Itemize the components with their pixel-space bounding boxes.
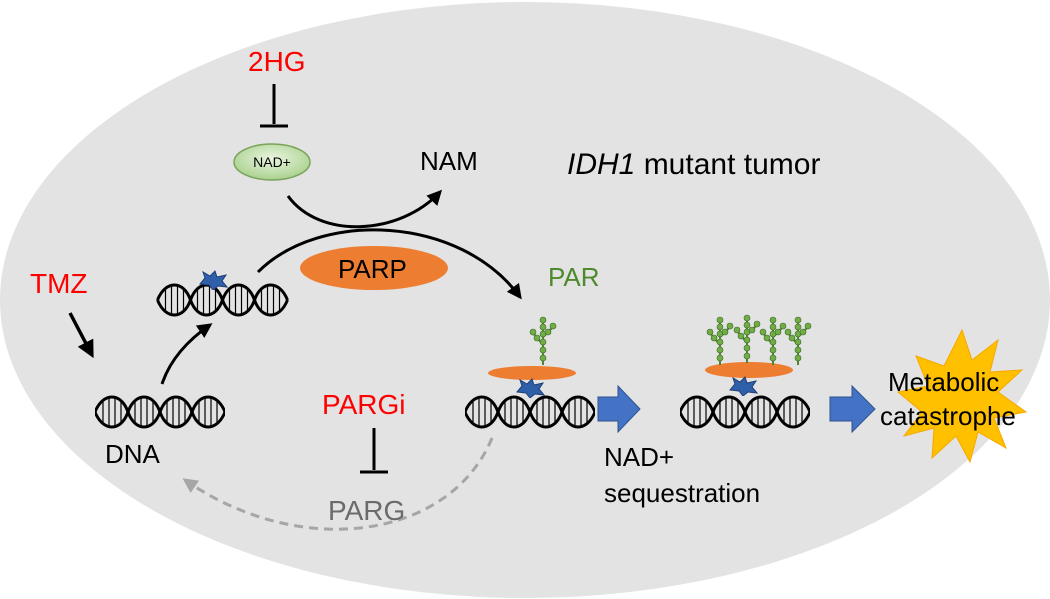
label-catastrophe: catastrophe: [880, 401, 1016, 431]
title-rest: mutant tumor: [635, 148, 821, 181]
nad-pill: [233, 143, 311, 181]
tmz-arrow: [68, 312, 94, 359]
nad-to-nam-arrow: [286, 189, 443, 229]
diagram-title: IDH1 mutant tumor: [567, 150, 820, 180]
parp-enzyme: [300, 246, 448, 290]
label-par: PAR: [548, 262, 600, 292]
label-dna: DNA: [105, 439, 160, 469]
label-nam: NAM: [420, 146, 478, 176]
label-nad-pill: NAD+: [253, 154, 291, 170]
label-nad-sequestration-2: sequestration: [604, 478, 761, 508]
dna-damage-arrow: [160, 323, 213, 385]
label-metabolic: Metabolic: [888, 367, 1000, 397]
catastrophe-burst-icon: [896, 328, 1028, 464]
label-parg: PARG: [328, 495, 406, 526]
label-nad-sequestration-1: NAD+: [604, 442, 675, 472]
parp-bound-right: [705, 362, 793, 378]
block-arrow-1: [597, 384, 641, 434]
label-parp: PARP: [338, 254, 407, 284]
block-arrow-2: [829, 384, 876, 434]
parp-bound-middle: [488, 366, 576, 380]
hg-inhibition-bar: [260, 84, 288, 128]
parp-reaction-arrow: [256, 228, 522, 300]
pargi-inhibition-bar: [360, 428, 388, 474]
title-gene: IDH1: [567, 148, 636, 181]
label-tmz: TMZ: [30, 268, 88, 299]
label-pargi: PARGi: [322, 389, 406, 420]
label-2hg: 2HG: [248, 46, 306, 77]
